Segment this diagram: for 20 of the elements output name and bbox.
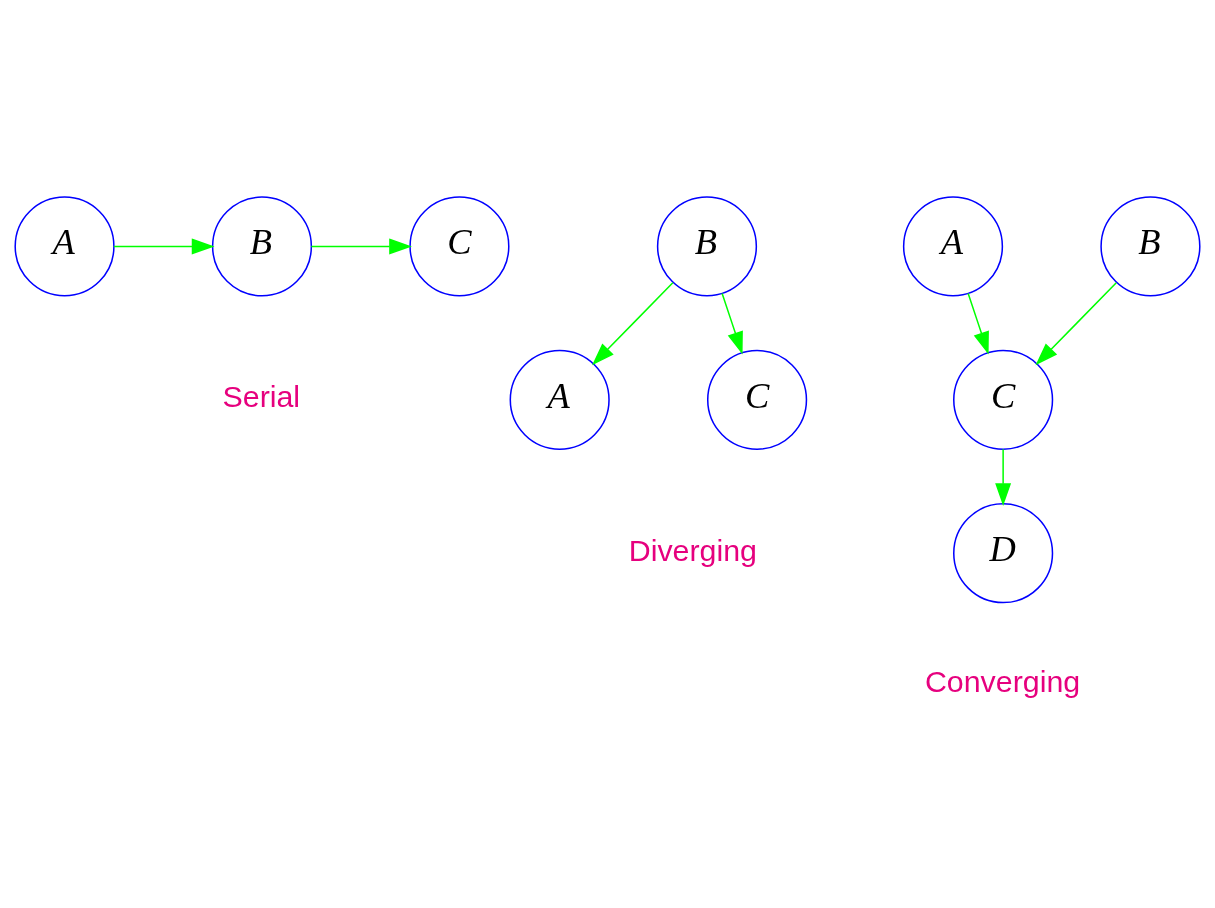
arrow xyxy=(721,292,743,355)
node-circle: A xyxy=(902,195,1004,297)
node-circle: C xyxy=(953,349,1054,450)
node-circle: B xyxy=(1100,195,1201,297)
node-circle: C xyxy=(409,195,510,297)
node-circle: B xyxy=(211,195,313,297)
node-circle: C xyxy=(707,349,808,450)
label: Serial xyxy=(222,379,301,413)
label: Converging xyxy=(924,664,1081,698)
arrow xyxy=(113,237,215,254)
node-circle: A xyxy=(509,349,610,450)
node-circle: B xyxy=(656,195,758,297)
node-circle: A xyxy=(14,195,115,297)
arrow xyxy=(1035,281,1118,365)
label: Diverging xyxy=(628,533,758,567)
arrow xyxy=(310,237,412,254)
node-circle: D xyxy=(953,502,1054,603)
arrow xyxy=(995,448,1012,506)
arrow xyxy=(967,292,989,355)
arrow xyxy=(592,281,674,365)
